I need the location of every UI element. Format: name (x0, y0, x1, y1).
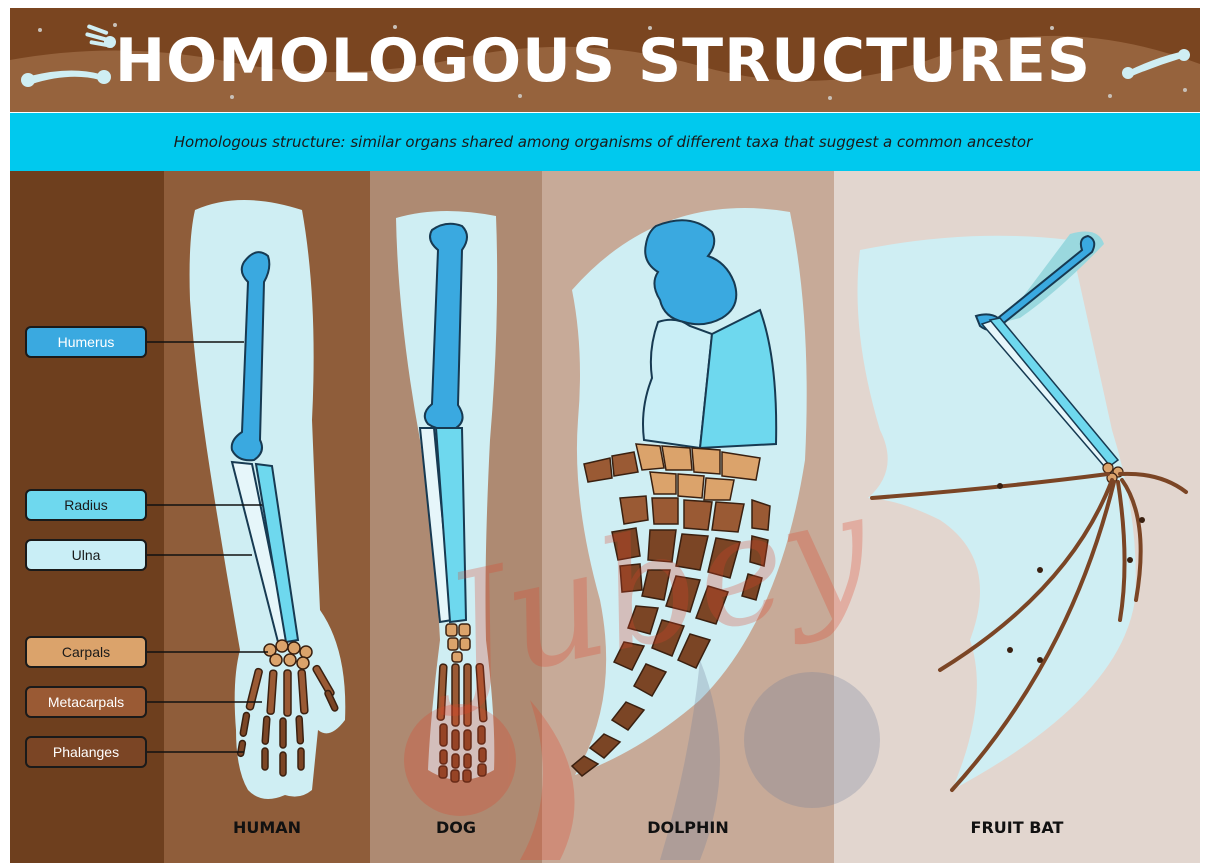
animal-name-fruit-bat: FRUIT BAT (834, 818, 1200, 837)
label-phalanges: Phalanges (25, 736, 147, 768)
animal-name-dog: DOG (370, 818, 542, 837)
label-ulna: Ulna (25, 539, 147, 571)
animal-name-dolphin: DOLPHIN (542, 818, 834, 837)
animal-name-human: HUMAN (164, 818, 370, 837)
poster-title: HOMOLOGOUS STRUCTURES (0, 6, 1206, 116)
label-radius: Radius (25, 489, 147, 521)
label-metacarpals: Metacarpals (25, 686, 147, 718)
poster-subtitle: Homologous structure: similar organs sha… (0, 113, 1206, 171)
label-carpals: Carpals (25, 636, 147, 668)
label-humerus: Humerus (25, 326, 147, 358)
